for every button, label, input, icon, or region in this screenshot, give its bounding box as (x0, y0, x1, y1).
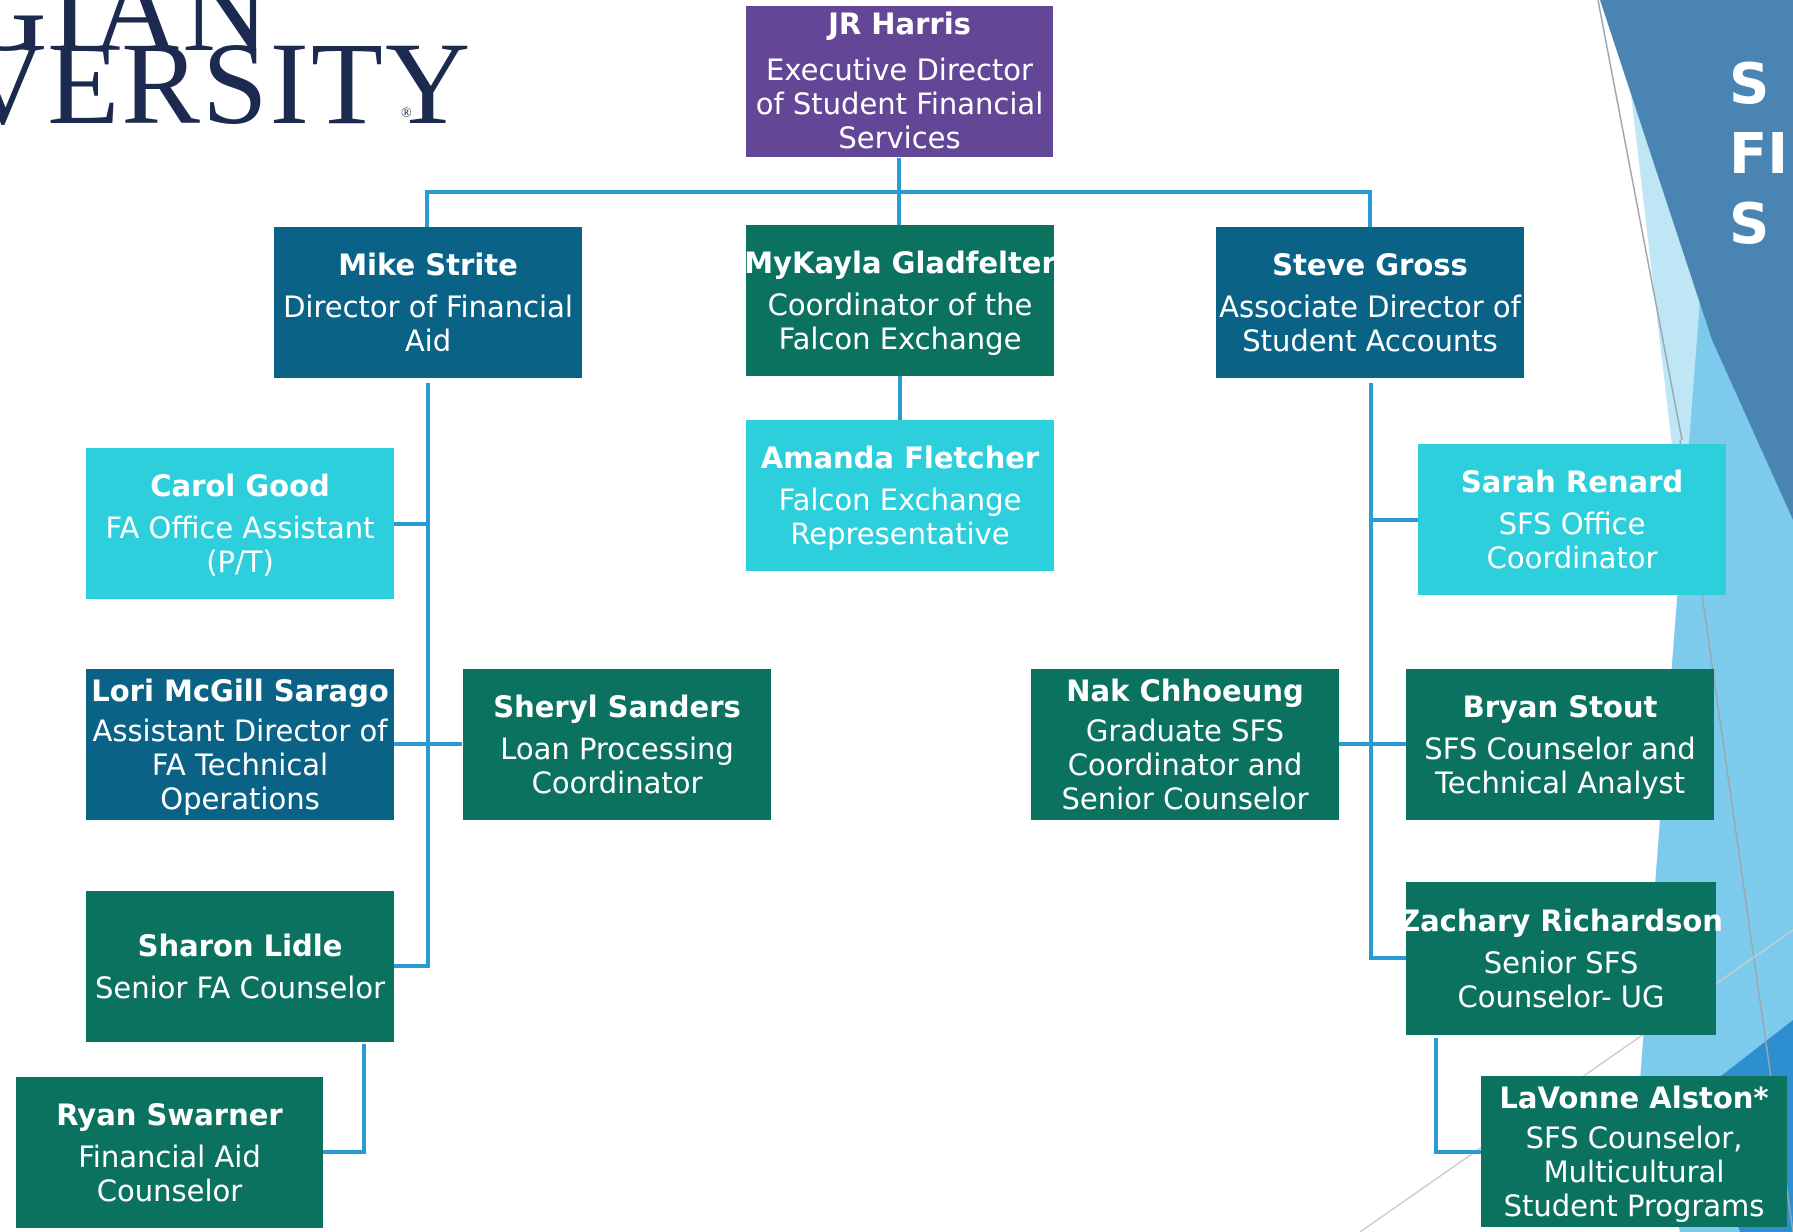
org-box-lori-mcgill-sarago: Lori McGill Sarago Assistant Director of… (86, 669, 394, 820)
person-title: Falcon Exchange Representative (778, 482, 1022, 551)
person-title: Associate Director of Student Accounts (1219, 289, 1521, 358)
org-box-steve-gross: Steve Gross Associate Director of Studen… (1216, 227, 1524, 378)
side-title: S FI S (1729, 50, 1793, 260)
person-title: FA Office Assistant (P/T) (105, 510, 375, 579)
person-name: LaVonne Alston* (1499, 1080, 1769, 1115)
side-title-line-1: S (1729, 52, 1770, 117)
org-box-sharon-lidle: Sharon Lidle Senior FA Counselor (86, 891, 394, 1042)
org-box-carol-good: Carol Good FA Office Assistant (P/T) (86, 448, 394, 599)
org-box-sheryl-sanders: Sheryl Sanders Loan Processing Coordinat… (463, 669, 771, 820)
person-name: Bryan Stout (1462, 689, 1658, 724)
deco-line-1 (1597, 0, 1683, 441)
org-box-mykayla-gladfelter: MyKayla Gladfelter Coordinator of the Fa… (744, 225, 1056, 376)
person-title: SFS Counselor and Technical Analyst (1424, 731, 1696, 800)
org-box-jr-harris: JR Harris Executive Director of Student … (746, 6, 1053, 157)
person-title: Assistant Director of FA Technical Opera… (92, 713, 388, 816)
side-title-line-2: FI (1729, 122, 1789, 187)
person-name: Carol Good (150, 468, 330, 503)
person-name: Steve Gross (1272, 247, 1468, 282)
person-title: Graduate SFS Coordinator and Senior Coun… (1061, 713, 1309, 816)
org-box-sarah-renard: Sarah Renard SFS Office Coordinator (1418, 444, 1726, 595)
org-box-bryan-stout: Bryan Stout SFS Counselor and Technical … (1406, 669, 1714, 820)
person-title: SFS Counselor, Multicultural Student Pro… (1503, 1120, 1765, 1223)
person-name: Sarah Renard (1460, 464, 1684, 499)
deco-dark-band (1600, 0, 1793, 520)
person-name: MyKayla Gladfelter (744, 245, 1056, 280)
person-name: Sharon Lidle (137, 928, 343, 963)
org-box-zachary-richardson: Zachary Richardson Senior SFS Counselor-… (1399, 882, 1723, 1035)
org-box-amanda-fletcher: Amanda Fletcher Falcon Exchange Represen… (746, 420, 1054, 571)
person-title: Coordinator of the Falcon Exchange (767, 287, 1033, 356)
org-box-lavonne-alston: LaVonne Alston* SFS Counselor, Multicult… (1481, 1076, 1787, 1227)
registered-mark: ® (401, 106, 412, 121)
person-name: Sheryl Sanders (493, 689, 741, 724)
org-box-mike-strite: Mike Strite Director of Financial Aid (274, 227, 582, 378)
person-title: SFS Office Coordinator (1486, 506, 1658, 575)
person-title: Director of Financial Aid (283, 289, 573, 358)
person-title: Executive Director of Student Financial … (755, 52, 1044, 155)
person-name: Mike Strite (338, 247, 518, 282)
person-name: Ryan Swarner (56, 1097, 283, 1132)
person-name: Zachary Richardson (1399, 903, 1723, 938)
logo-line-2: VERSITY (0, 18, 473, 149)
person-title: Financial Aid Counselor (78, 1139, 261, 1208)
org-box-nak-chhoeung: Nak Chhoeung Graduate SFS Coordinator an… (1031, 669, 1339, 820)
person-title: Senior SFS Counselor- UG (1457, 945, 1665, 1014)
person-name: Nak Chhoeung (1066, 673, 1304, 708)
person-name: Amanda Fletcher (760, 440, 1040, 475)
logo-line-1: GIAN (0, 0, 272, 76)
person-title: Loan Processing Coordinator (500, 731, 734, 800)
side-title-line-3: S (1729, 192, 1770, 257)
org-box-ryan-swarner: Ryan Swarner Financial Aid Counselor (16, 1077, 323, 1228)
person-name: JR Harris (828, 6, 971, 41)
person-title: Senior FA Counselor (94, 970, 386, 1005)
person-name: Lori McGill Sarago (91, 673, 389, 708)
